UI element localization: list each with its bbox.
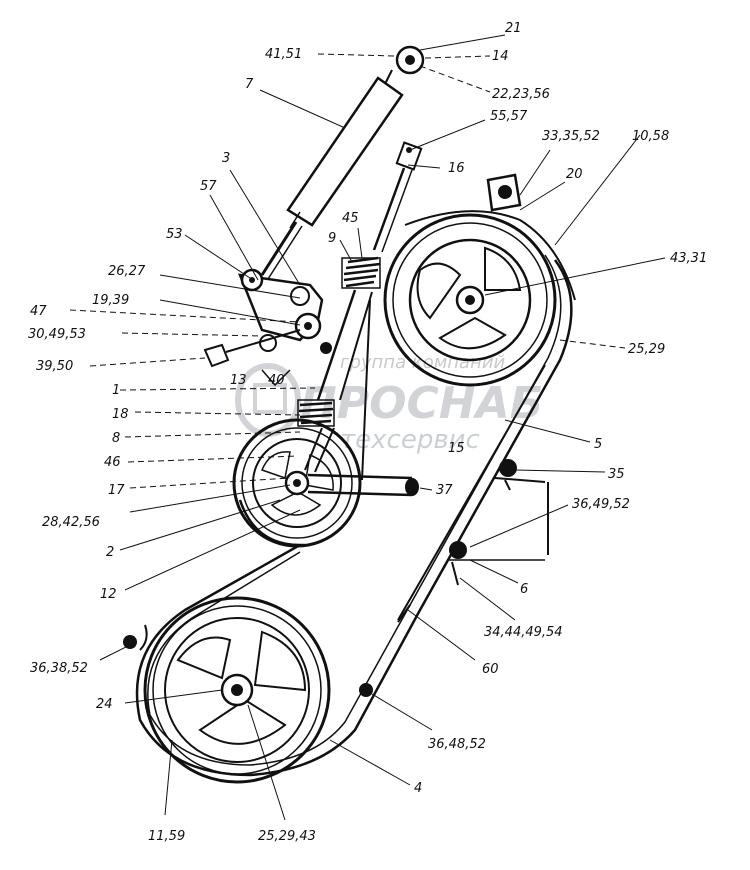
label-18: 18	[112, 407, 129, 422]
lower-pulley	[143, 596, 331, 784]
label-6: 6	[520, 582, 528, 597]
label-8: 8	[112, 431, 120, 446]
label-46: 46	[104, 455, 121, 470]
label-37: 37	[436, 483, 453, 498]
label-13: 13	[230, 373, 247, 388]
label-60: 60	[482, 662, 499, 677]
watermark-line2: ПРОСНАБ	[300, 378, 543, 429]
label-43-31: 43,31	[670, 251, 707, 266]
label-36-38-52: 36,38,52	[30, 661, 88, 676]
label-19-39: 19,39	[92, 293, 129, 308]
label-39-50: 39,50	[36, 359, 73, 374]
upper-pulley	[383, 213, 557, 387]
label-20: 20	[566, 167, 583, 182]
label-45: 45	[342, 211, 359, 226]
label-5: 5	[594, 437, 602, 452]
upper-spring	[341, 256, 381, 289]
label-36-49-52-right: 36,49,52	[572, 497, 630, 512]
tensioner-rod	[372, 141, 423, 253]
lower-spring	[297, 399, 335, 427]
label-12: 12	[100, 587, 117, 602]
belt-guide-top	[486, 173, 522, 212]
label-24: 24	[96, 697, 113, 712]
right-bracket	[448, 459, 549, 586]
label-11-59: 11,59	[148, 829, 185, 844]
label-25-29-upper: 25,29	[628, 342, 665, 357]
label-25-29-43: 25,29,43	[258, 829, 316, 844]
watermark: группа компаний ПРОСНАБ техсервис	[235, 352, 543, 455]
label-15: 15	[448, 441, 465, 456]
label-55-57: 55,57	[490, 109, 528, 124]
label-53: 53	[166, 227, 183, 242]
tension-arm	[304, 289, 373, 481]
label-36-48-52: 36,48,52	[428, 737, 486, 752]
label-41-51: 41,51	[265, 47, 302, 62]
horizontal-arm	[307, 473, 419, 497]
label-14: 14	[492, 49, 509, 64]
pivot-bracket	[203, 268, 332, 387]
label-21: 21	[505, 21, 522, 36]
label-3: 3	[222, 151, 230, 166]
hydraulic-cylinder	[260, 45, 425, 280]
label-30-49-53: 30,49,53	[28, 327, 86, 342]
callout-labels: 21 41,51 14 7 22,23,56 55,57 3 33,35,52 …	[28, 21, 707, 844]
label-10-58: 10,58	[632, 129, 669, 144]
label-16: 16	[448, 161, 465, 176]
label-2: 2	[106, 545, 114, 560]
label-26-27: 26,27	[108, 264, 146, 279]
label-33-35-52: 33,35,52	[542, 129, 600, 144]
label-22-23-56: 22,23,56	[492, 87, 550, 102]
label-9: 9	[328, 231, 336, 246]
lower-bolts	[123, 604, 411, 697]
label-47: 47	[30, 304, 47, 319]
middle-pulley	[232, 418, 362, 548]
label-4: 4	[414, 781, 422, 796]
label-28-42-56: 28,42,56	[42, 515, 100, 530]
label-40: 40	[268, 373, 285, 388]
label-17: 17	[108, 483, 125, 498]
watermark-line1: группа компаний	[340, 352, 506, 373]
label-35: 35	[608, 467, 625, 482]
leader-lines	[69, 34, 666, 821]
label-1: 1	[112, 383, 120, 398]
label-34-44-49-54: 34,44,49,54	[484, 625, 563, 640]
label-57: 57	[200, 179, 217, 194]
label-7: 7	[245, 77, 254, 92]
